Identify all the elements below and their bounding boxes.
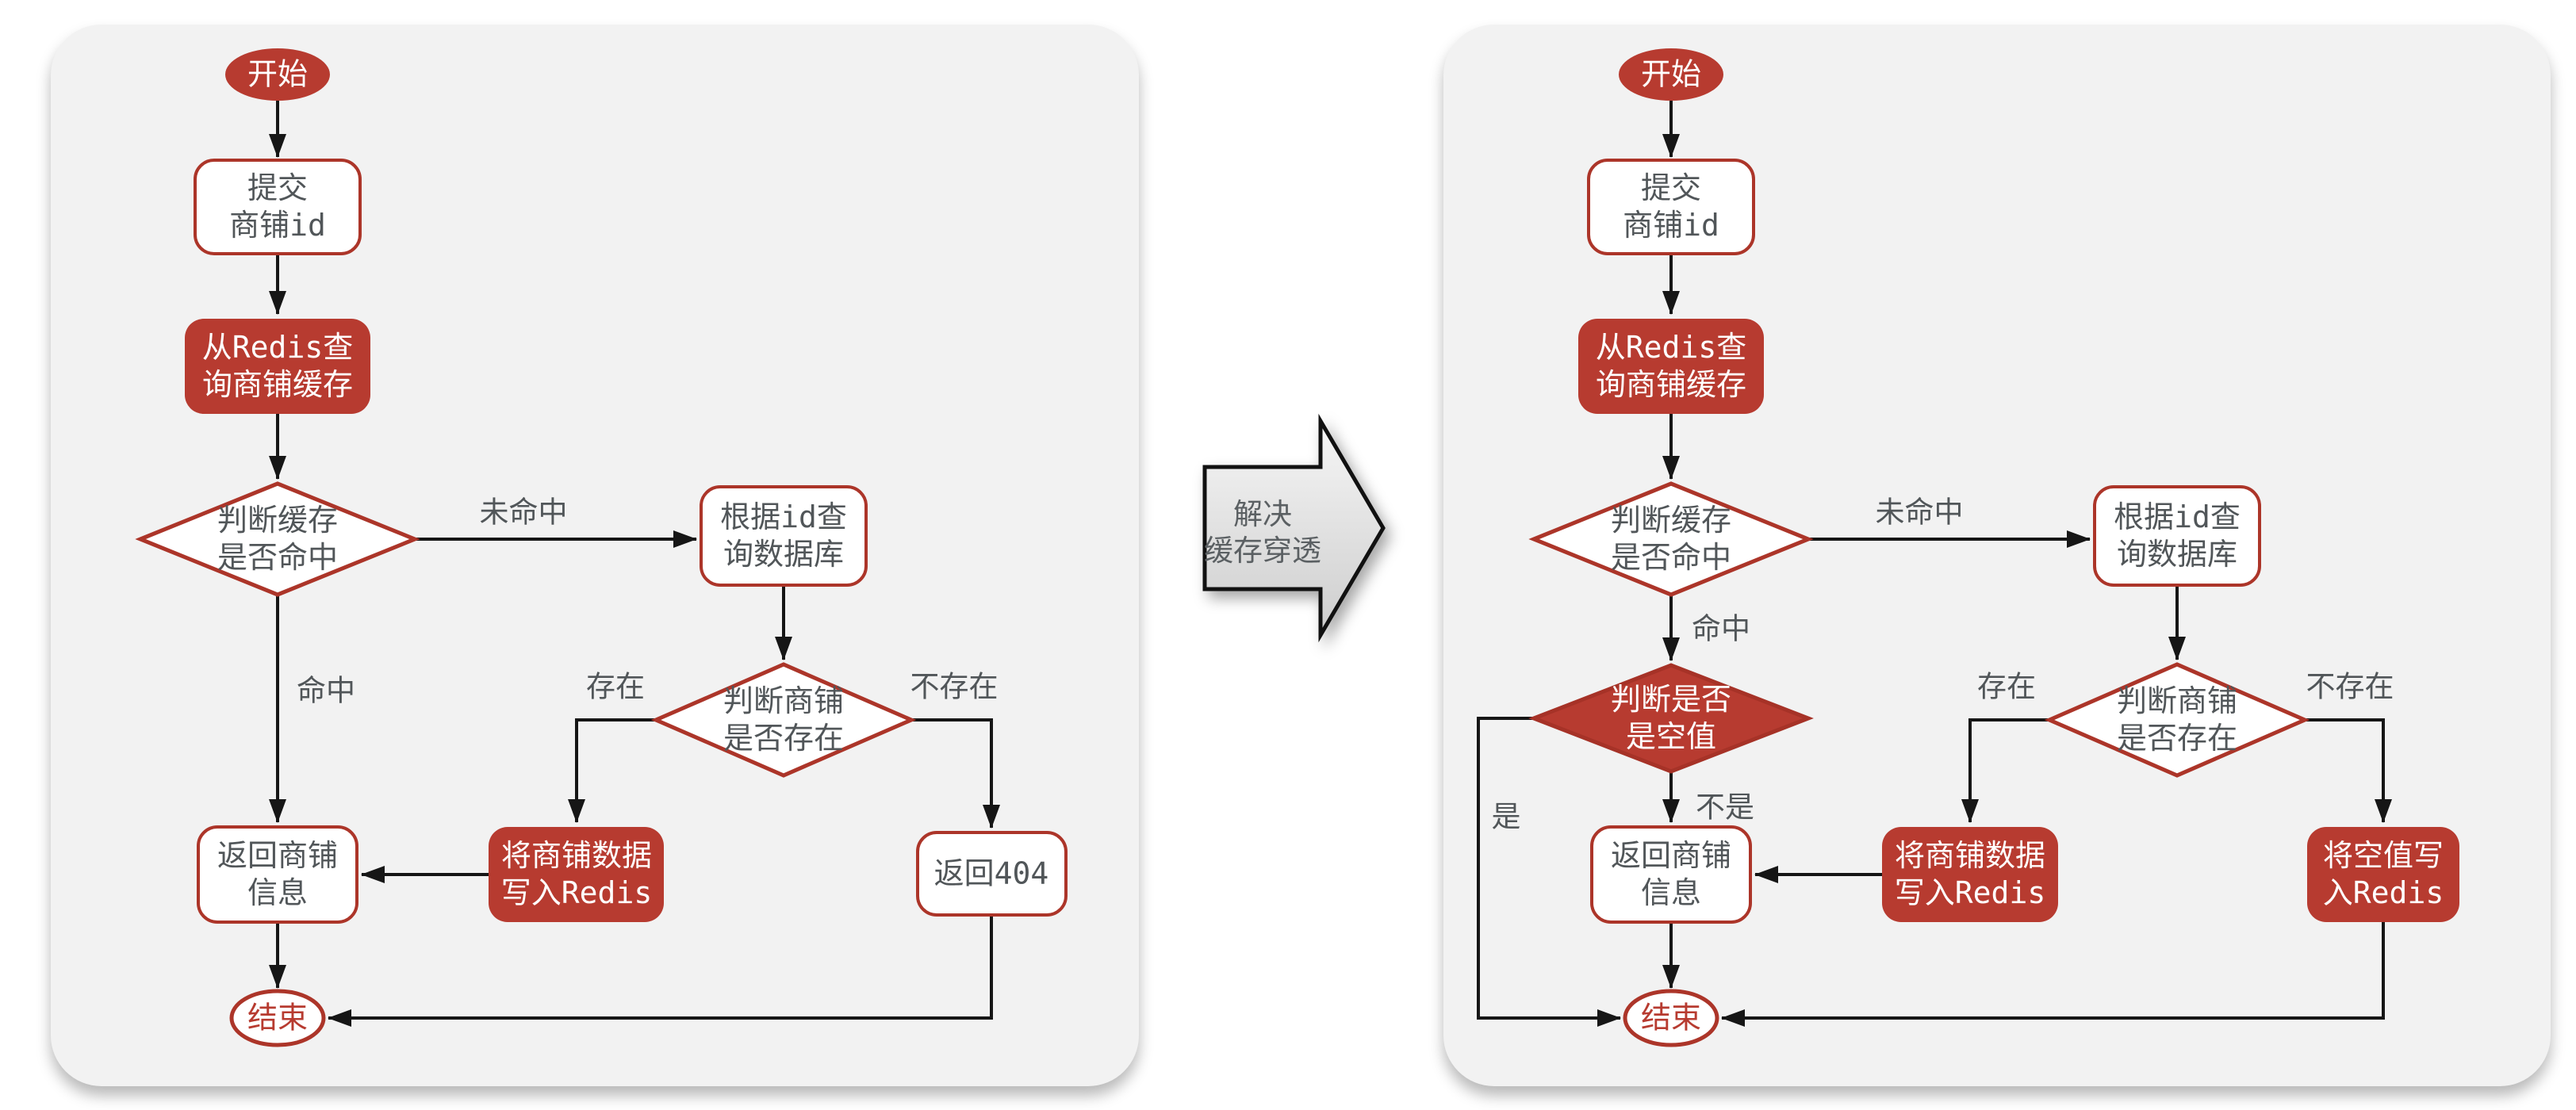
- end-ellipse: [229, 989, 326, 1047]
- return-shop-info-label: 返回商铺 信息: [217, 838, 339, 910]
- cache-hit-diamond: [135, 481, 420, 597]
- edge-label-hit-r: 命中: [1692, 611, 1750, 646]
- edge-label-yes-r: 是: [1491, 799, 1521, 834]
- edge-writenull-end-r: [1721, 922, 2385, 1027]
- shop-exists-decision-label-r: 判断商铺 是否存在: [2116, 683, 2238, 756]
- end-label: 结束: [247, 1000, 309, 1035]
- edge-exists-write-r: [1961, 718, 2049, 823]
- submit-shop-id-box: [194, 159, 362, 255]
- transition-arrow-icon: [1202, 413, 1386, 643]
- edge-404-end: [328, 915, 993, 1027]
- edge-exists-write: [568, 718, 656, 823]
- return-404-label: 返回404: [933, 855, 1049, 891]
- edge-label-miss-r: 未命中: [1875, 495, 1964, 530]
- edge-label-no-r: 不是: [1696, 790, 1754, 825]
- edge-label-miss: 未命中: [479, 495, 568, 530]
- write-null-to-redis-box-r: [2307, 827, 2459, 922]
- write-shop-to-redis-label-r: 将商铺数据 写入Redis: [1894, 838, 2046, 910]
- start-ellipse: [225, 48, 330, 101]
- cache-hit-decision-label: 判断缓存 是否命中: [217, 503, 339, 575]
- query-redis-cache-box: [185, 319, 370, 414]
- edge-label-not-exists: 不存在: [910, 669, 999, 704]
- edge-null-yes-end-r: [1477, 717, 1621, 1027]
- submit-shop-id-box-r: [1587, 159, 1755, 255]
- shop-exists-decision-label: 判断商铺 是否存在: [723, 683, 845, 756]
- query-db-label-r: 根据id查 询数据库: [2114, 500, 2241, 572]
- end-label-r: 结束: [1640, 1000, 1702, 1035]
- edge-notexists-404: [911, 718, 1000, 829]
- query-redis-cache-label: 从Redis查 询商铺缓存: [201, 330, 354, 402]
- query-redis-cache-box-r: [1578, 319, 1764, 414]
- shop-exists-diamond: [650, 662, 917, 778]
- write-null-to-redis-label-r: 将空值写 入Redis: [2322, 838, 2444, 910]
- return-shop-info-box: [197, 825, 358, 924]
- start-label-r: 开始: [1640, 56, 1702, 92]
- return-404-box: [916, 831, 1068, 917]
- query-db-box-r: [2093, 485, 2261, 587]
- end-ellipse-r: [1623, 989, 1719, 1047]
- submit-shop-id-label-r: 提交 商铺id: [1623, 170, 1719, 243]
- write-shop-to-redis-box-r: [1882, 827, 2058, 922]
- return-shop-info-box-r: [1590, 825, 1752, 924]
- write-shop-to-redis-label: 将商铺数据 写入Redis: [500, 838, 653, 910]
- edge-label-hit: 命中: [297, 673, 355, 708]
- cache-hit-decision-label-r: 判断缓存 是否命中: [1610, 503, 1732, 575]
- query-db-label: 根据id查 询数据库: [720, 500, 847, 572]
- submit-shop-id-label: 提交 商铺id: [229, 170, 326, 243]
- write-shop-to-redis-box: [489, 827, 664, 922]
- start-ellipse-r: [1619, 48, 1723, 101]
- edge-notexists-writenull-r: [2305, 718, 2392, 823]
- transition-arrow-label: 解决 缓存穿透: [1204, 497, 1321, 568]
- query-redis-cache-label-r: 从Redis查 询商铺缓存: [1595, 330, 1747, 402]
- edge-label-exists: 存在: [586, 669, 645, 704]
- query-db-box: [700, 485, 868, 587]
- edge-label-not-exists-r: 不存在: [2306, 669, 2394, 704]
- null-value-decision-label-r: 判断是否 是空值: [1610, 682, 1732, 754]
- cache-hit-diamond-r: [1528, 481, 1814, 597]
- return-shop-info-label-r: 返回商铺 信息: [1610, 838, 1732, 910]
- edge-label-exists-r: 存在: [1977, 669, 2036, 704]
- shop-exists-diamond-r: [2044, 662, 2310, 778]
- start-label: 开始: [247, 56, 309, 92]
- null-value-diamond-r: [1528, 663, 1814, 774]
